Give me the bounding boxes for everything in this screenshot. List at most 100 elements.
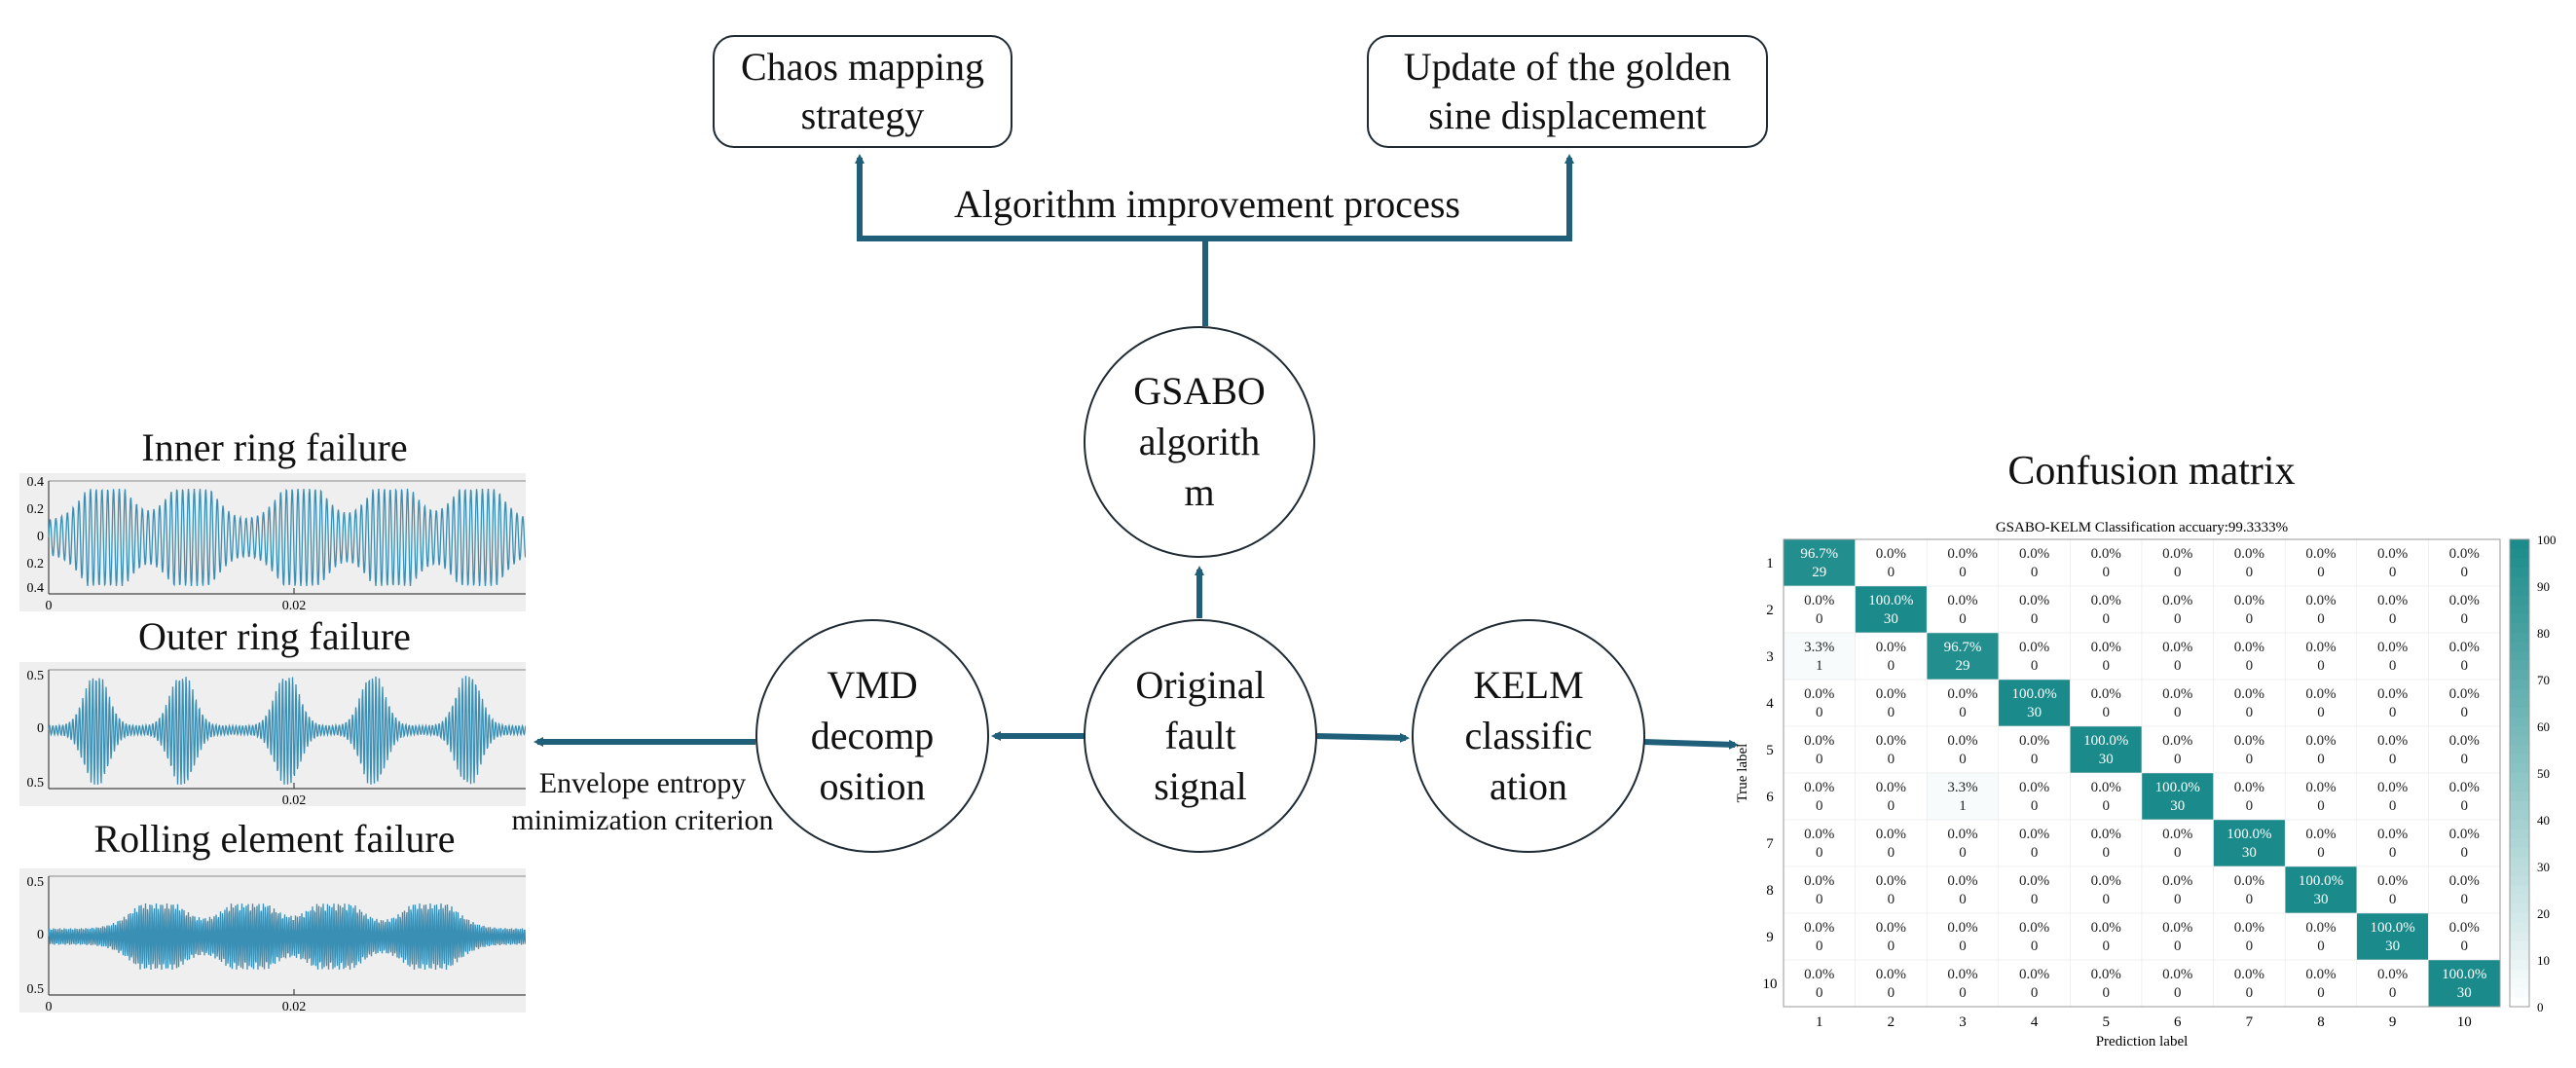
cm-percent-r6-c8: 0.0% (2305, 780, 2336, 795)
golden-sine-box: Update of the golden sine displacement (1367, 35, 1768, 148)
confusion-matrix-heading: Confusion matrix (2007, 449, 2296, 494)
arrow-to-chaos-box (855, 154, 1208, 326)
cm-colorbar-segment-3 (2510, 558, 2529, 569)
kelm-line3: ation (1490, 764, 1567, 808)
cm-count-r10-c8: 0 (2317, 985, 2325, 1001)
cm-colorbar-segment-14 (2510, 660, 2529, 671)
cm-cell-r6-c8 (2284, 772, 2358, 821)
cm-cell-r2-c7 (2213, 585, 2286, 634)
cm-cell-r4-c9 (2356, 679, 2429, 727)
cm-cell-r7-c8 (2284, 819, 2358, 867)
cm-cell-r5-c7 (2213, 725, 2286, 774)
cm-count-r7-c7: 30 (2242, 845, 2257, 861)
inner-ytick-4: 0.2 (27, 557, 45, 571)
rolling-xtick-1: 0 (46, 1000, 53, 1013)
cm-count-r4-c7: 0 (2246, 705, 2254, 720)
gsabo-algorithm-node: GSABO algorith m (1084, 326, 1315, 558)
cm-colorbar-segment-33 (2510, 838, 2529, 849)
cm-cell-r4-c8 (2284, 679, 2358, 727)
cm-cell-r9-c3 (1926, 912, 2000, 961)
cm-percent-r6-c9: 0.0% (2377, 780, 2408, 795)
cm-cell-r1-c5 (2070, 538, 2143, 587)
cm-count-r10-c10: 30 (2457, 985, 2472, 1001)
cm-colorbar-segment-45 (2510, 950, 2529, 961)
cm-colorbar-segment-47 (2510, 969, 2529, 979)
cm-colorbar-segment-21 (2510, 726, 2529, 737)
cm-count-r7-c8: 0 (2317, 845, 2325, 861)
cm-count-r1-c2: 0 (1888, 565, 1895, 580)
cm-colorbar-segment-15 (2510, 670, 2529, 681)
cm-count-r5-c4: 0 (2031, 752, 2039, 767)
cm-percent-r3-c9: 0.0% (2377, 640, 2408, 655)
cm-count-r10-c6: 0 (2174, 985, 2182, 1001)
cm-cell-r9-c10 (2428, 912, 2501, 961)
kelm-line1: KELM (1473, 663, 1584, 707)
cm-colorbar-segment-16 (2510, 680, 2529, 690)
cm-percent-r7-c8: 0.0% (2305, 827, 2336, 842)
cm-cell-r7-c5 (2070, 819, 2143, 867)
cm-count-r10-c1: 0 (1816, 985, 1823, 1001)
cm-percent-r4-c8: 0.0% (2305, 686, 2336, 702)
cm-count-r6-c3: 1 (1959, 798, 1967, 814)
vmd-line2: decomp (810, 714, 935, 757)
cm-percent-r5-c8: 0.0% (2305, 733, 2336, 749)
cm-cell-r6-c6 (2141, 772, 2214, 821)
cm-cell-r8-c8 (2284, 865, 2358, 914)
cm-count-r5-c9: 0 (2389, 752, 2397, 767)
chaos-mapping-box: Chaos mapping strategy (713, 35, 1012, 148)
cm-percent-r2-c6: 0.0% (2162, 593, 2192, 608)
cm-percent-r7-c7: 100.0% (2226, 827, 2271, 842)
cm-count-r2-c4: 0 (2031, 611, 2039, 627)
cm-count-r3-c4: 0 (2031, 658, 2039, 674)
cm-count-r1-c10: 0 (2460, 565, 2468, 580)
cm-colorbar-tick-70: 70 (2537, 673, 2550, 687)
algorithm-improvement-label: Algorithm improvement process (954, 182, 1460, 226)
cm-count-r5-c7: 0 (2246, 752, 2254, 767)
cm-colorbar-segment-19 (2510, 707, 2529, 718)
cm-count-r3-c3: 29 (1956, 658, 1970, 674)
cm-colorbar-segment-42 (2510, 922, 2529, 933)
cm-count-r6-c10: 0 (2460, 798, 2468, 814)
cm-count-r8-c4: 0 (2031, 892, 2039, 907)
cm-colorbar-segment-40 (2510, 903, 2529, 914)
cm-ytick-1: 1 (1766, 556, 1774, 571)
cm-xtick-10: 10 (2457, 1014, 2472, 1030)
cm-colorbar-segment-8 (2510, 605, 2529, 615)
outer-ring-svg: 0.5 0 0.5 0.02 (27, 669, 526, 806)
cm-count-r4-c5: 0 (2102, 705, 2110, 720)
cm-percent-r9-c3: 0.0% (1947, 920, 1977, 936)
rolling-element-signal-plot: 0.5 0 0.5 0 0.02 (19, 868, 526, 1013)
cm-percent-r1-c4: 0.0% (2019, 546, 2049, 562)
cm-percent-r1-c7: 0.0% (2234, 546, 2264, 562)
cm-count-r7-c6: 0 (2174, 845, 2182, 861)
cm-colorbar-frame (2509, 538, 2530, 1008)
inner-xtick-1: 0 (46, 599, 53, 611)
cm-count-r1-c5: 0 (2102, 565, 2110, 580)
kelm-classification-node: KELM classific ation (1412, 619, 1645, 853)
original-line3: signal (1154, 764, 1247, 808)
cm-count-r5-c10: 0 (2460, 752, 2468, 767)
cm-cell-r7-c1 (1783, 819, 1856, 867)
cm-count-r10-c5: 0 (2102, 985, 2110, 1001)
cm-count-r2-c2: 30 (1884, 611, 1898, 627)
cm-xtick-3: 3 (1959, 1014, 1967, 1030)
cm-colorbar-segment-23 (2510, 745, 2529, 755)
cm-percent-r5-c10: 0.0% (2449, 733, 2480, 749)
cm-colorbar-segment-50 (2510, 997, 2529, 1008)
cm-colorbar-segment-37 (2510, 875, 2529, 886)
outer-xtick-1: 0.02 (282, 793, 307, 806)
cm-cell-r1-c8 (2284, 538, 2358, 587)
cm-count-r1-c7: 0 (2246, 565, 2254, 580)
cm-colorbar-segment-9 (2510, 613, 2529, 624)
cm-percent-r7-c9: 0.0% (2377, 827, 2408, 842)
cm-percent-r8-c6: 0.0% (2162, 873, 2192, 889)
cm-ytick-2: 2 (1766, 603, 1774, 618)
cm-percent-r4-c5: 0.0% (2091, 686, 2121, 702)
cm-cell-r5-c10 (2428, 725, 2501, 774)
arrow-original-to-kelm (1313, 732, 1410, 743)
cm-colorbar-segment-17 (2510, 688, 2529, 699)
inner-ring-svg: 0.4 0.2 0 0.2 0.4 0 0.02 (27, 475, 526, 611)
cm-percent-r6-c3: 3.3% (1947, 780, 1977, 795)
cm-cell-r9-c1 (1783, 912, 1856, 961)
outer-ytick-2: 0 (37, 721, 44, 736)
